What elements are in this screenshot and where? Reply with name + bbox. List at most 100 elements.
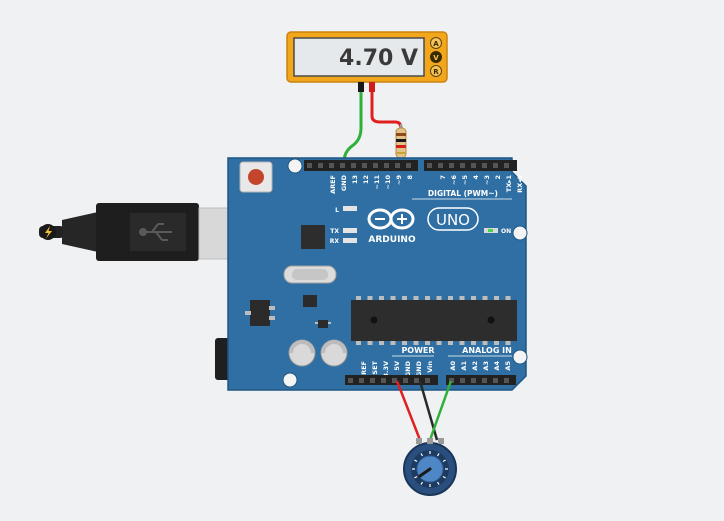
header-hole[interactable] xyxy=(449,163,454,168)
header-hole[interactable] xyxy=(493,378,498,383)
header-hole[interactable] xyxy=(373,163,378,168)
usb-icon xyxy=(139,223,172,241)
wire-red-5v[interactable] xyxy=(395,380,422,441)
header-hole[interactable] xyxy=(351,163,356,168)
digital-pin-label: 7 xyxy=(439,175,447,180)
wire-green-gnd[interactable] xyxy=(342,92,363,163)
multimeter[interactable]: 4.70 V A V R xyxy=(286,31,448,92)
header-hole[interactable] xyxy=(395,163,400,168)
analog-header[interactable] xyxy=(446,375,516,385)
wire-green-a0[interactable] xyxy=(428,380,453,441)
header-hole[interactable] xyxy=(482,378,487,383)
digital-pin-label: ~11 xyxy=(373,175,381,190)
arduino-brand: ARDUINO xyxy=(368,235,416,245)
digital-pin-label: GND xyxy=(340,174,348,191)
header-hole[interactable] xyxy=(370,378,375,383)
analog-pin-label: A5 xyxy=(504,361,512,371)
multimeter-reading: 4.70 V xyxy=(339,46,418,71)
digital-pin-label: ~5 xyxy=(461,175,469,185)
capacitor xyxy=(288,339,316,367)
header-hole[interactable] xyxy=(449,378,454,383)
header-hole[interactable] xyxy=(307,163,312,168)
svg-text:UNO: UNO xyxy=(436,211,470,229)
header-hole[interactable] xyxy=(427,163,432,168)
analog-pin-label: A0 xyxy=(449,361,457,371)
header-hole[interactable] xyxy=(329,163,334,168)
digital-pin-label: 8 xyxy=(406,175,414,180)
power-pin-label: GND xyxy=(415,360,423,377)
potentiometer[interactable] xyxy=(403,438,457,496)
mode-label-a: A xyxy=(433,40,439,48)
crystal-oscillator xyxy=(283,265,337,284)
digital-pin-label: ~10 xyxy=(384,175,392,190)
voltage-regulator xyxy=(245,300,275,326)
mode-label-r: R xyxy=(433,68,439,76)
digital-label: DIGITAL (PWM~) xyxy=(428,189,498,198)
svg-text:L: L xyxy=(335,207,339,214)
mounting-hole xyxy=(282,372,298,388)
header-hole[interactable] xyxy=(392,378,397,383)
multimeter-display xyxy=(293,37,425,77)
mode-label-v: V xyxy=(433,54,439,62)
header-hole[interactable] xyxy=(340,163,345,168)
header-hole[interactable] xyxy=(318,163,323,168)
potentiometer-pointer xyxy=(418,467,432,478)
header-hole[interactable] xyxy=(348,378,353,383)
header-hole[interactable] xyxy=(425,378,430,383)
wire-red-resistor[interactable] xyxy=(370,92,403,129)
uno-badge: UNO xyxy=(427,207,479,231)
power-pin-label: Vin xyxy=(426,361,434,373)
header-hole[interactable] xyxy=(384,163,389,168)
power-header[interactable] xyxy=(345,375,438,385)
digital-pin-label: 4 xyxy=(472,175,480,180)
probe-red[interactable] xyxy=(369,82,375,92)
digital-pin-label: ~6 xyxy=(450,175,458,185)
svg-text:ON: ON xyxy=(501,228,511,235)
analog-pin-label: A2 xyxy=(471,361,479,371)
mounting-hole xyxy=(287,158,303,174)
analog-pin-label: A4 xyxy=(493,361,501,371)
header-hole[interactable] xyxy=(414,378,419,383)
header-hole[interactable] xyxy=(460,163,465,168)
analog-label: ANALOG IN xyxy=(462,346,512,355)
mode-button-r[interactable]: R xyxy=(430,65,442,77)
analog-pin-label: A3 xyxy=(482,361,490,371)
svg-text:TX: TX xyxy=(330,228,339,235)
header-hole[interactable] xyxy=(471,378,476,383)
svg-text:RX: RX xyxy=(330,238,340,245)
power-pin-label: 5V xyxy=(393,361,401,371)
power-label: POWER xyxy=(401,346,434,355)
mode-button-a[interactable]: A xyxy=(430,37,442,49)
digital-pin-label: 12 xyxy=(362,175,370,184)
header-hole[interactable] xyxy=(504,163,509,168)
header-hole[interactable] xyxy=(482,163,487,168)
digital-header-left[interactable] xyxy=(304,160,418,171)
header-hole[interactable] xyxy=(438,163,443,168)
capacitor xyxy=(320,339,348,367)
header-hole[interactable] xyxy=(460,378,465,383)
digital-pin-label: 2 xyxy=(494,175,502,180)
probe-black[interactable] xyxy=(358,82,364,92)
header-hole[interactable] xyxy=(359,378,364,383)
digital-header-right[interactable] xyxy=(424,160,517,171)
header-hole[interactable] xyxy=(362,163,367,168)
power-pin-label: IOREF xyxy=(360,361,368,383)
power-pin-label: RESET xyxy=(371,360,379,384)
header-hole[interactable] xyxy=(504,378,509,383)
digital-pin-label: ~3 xyxy=(483,175,491,185)
header-hole[interactable] xyxy=(471,163,476,168)
digital-pin-label: RX◂0 xyxy=(516,175,524,193)
reset-button[interactable] xyxy=(239,161,273,193)
header-hole[interactable] xyxy=(381,378,386,383)
header-hole[interactable] xyxy=(406,163,411,168)
header-hole[interactable] xyxy=(403,378,408,383)
mounting-hole xyxy=(512,349,528,365)
mode-button-v[interactable]: V xyxy=(430,51,442,63)
header-hole[interactable] xyxy=(493,163,498,168)
atmega-microcontroller xyxy=(351,296,517,345)
